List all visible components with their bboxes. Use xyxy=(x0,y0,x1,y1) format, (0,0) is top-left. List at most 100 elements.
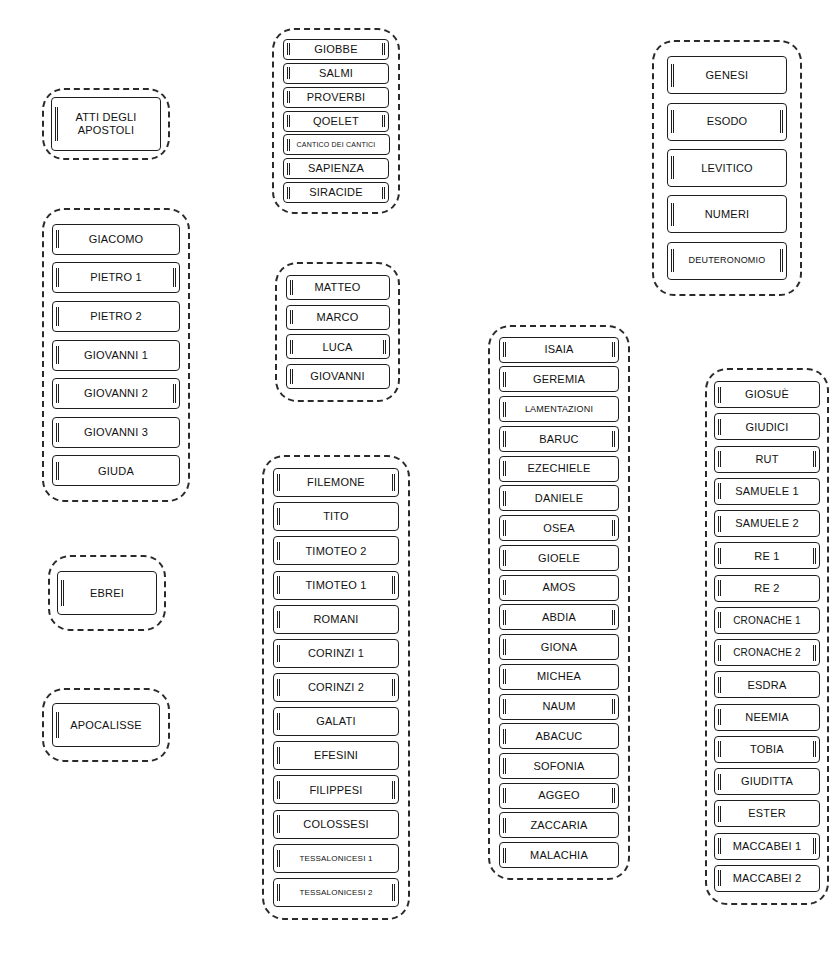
book-spine: MACCABEI 2 xyxy=(714,865,820,892)
book-title: SIRACIDE xyxy=(298,186,374,199)
spine-band xyxy=(290,310,293,325)
book-spine: GIONA xyxy=(499,634,619,660)
book-title: SAMUELE 2 xyxy=(724,517,810,530)
book-spine: CRONACHE 2 xyxy=(714,639,820,666)
spine-band xyxy=(61,580,64,607)
spine-band xyxy=(277,747,280,764)
spine-band xyxy=(56,712,59,739)
spine-band xyxy=(287,91,290,103)
book-spine: GIOVANNI 1 xyxy=(52,340,180,371)
book-title: GIOSUÈ xyxy=(734,388,800,401)
book-spine: MATTEO xyxy=(286,275,390,300)
book-group: GENESIESODOLEVITICONUMERIDEUTERONOMIO xyxy=(652,40,802,296)
book-spine: GALATI xyxy=(273,707,399,736)
book-group: GIOBBESALMIPROVERBIQOELETCANTICO DEI CAN… xyxy=(272,28,400,214)
book-spine: GENESI xyxy=(667,56,787,94)
book-title: EFESINI xyxy=(303,749,369,762)
book-spine: RUT xyxy=(714,446,820,473)
book-title: ZACCARIA xyxy=(519,819,598,832)
book-title: DEUTERONOMIO xyxy=(678,255,777,265)
book-title: ESODO xyxy=(696,115,759,128)
book-title: EZECHIELE xyxy=(517,462,602,475)
book-spine: SIRACIDE xyxy=(283,182,389,203)
book-title: MALACHIA xyxy=(519,849,599,862)
book-group: APOCALISSE xyxy=(42,688,170,762)
spine-band xyxy=(392,679,395,696)
book-title: COLOSSESI xyxy=(292,818,379,831)
book-spine: NAUM xyxy=(499,694,619,720)
spine-band xyxy=(718,387,721,403)
spine-band xyxy=(503,372,506,387)
spine-band xyxy=(56,423,59,442)
spine-band xyxy=(56,462,59,481)
book-spine: ISAIA xyxy=(499,337,619,363)
spine-band xyxy=(287,163,290,175)
spine-band xyxy=(277,781,280,798)
spine-band xyxy=(503,848,506,863)
book-title: ABDIA xyxy=(531,611,587,624)
book-title: RUT xyxy=(744,453,789,466)
spine-band xyxy=(173,268,176,287)
book-spine: GIUDITTA xyxy=(714,768,820,795)
spine-band xyxy=(503,342,506,357)
book-title: FILEMONE xyxy=(296,476,376,489)
book-spine: GIOVANNI 3 xyxy=(52,417,180,448)
book-title: AGGEO xyxy=(527,789,590,802)
book-spine: GIOELE xyxy=(499,545,619,571)
book-spine: ABDIA xyxy=(499,604,619,630)
spine-band xyxy=(671,156,674,179)
book-spine: APOCALISSE xyxy=(52,703,160,747)
book-title: GIOBBE xyxy=(303,43,368,56)
book-spine: LEVITICO xyxy=(667,149,787,187)
spine-band xyxy=(392,781,395,798)
book-title: GALATI xyxy=(305,715,367,728)
spine-band xyxy=(382,43,385,55)
spine-band xyxy=(287,43,290,55)
spine-band xyxy=(277,884,280,901)
book-spine: PIETRO 2 xyxy=(52,301,180,332)
book-spine: NEEMIA xyxy=(714,704,820,731)
book-title: MICHEA xyxy=(526,670,592,683)
book-title: PIETRO 1 xyxy=(79,271,153,284)
spine-band xyxy=(503,669,506,684)
book-spine: ROMANI xyxy=(273,605,399,634)
spine-band xyxy=(503,758,506,773)
book-spine: CORINZI 2 xyxy=(273,673,399,702)
spine-band xyxy=(56,384,59,403)
book-group: GIACOMOPIETRO 1PIETRO 2GIOVANNI 1GIOVANN… xyxy=(42,208,190,502)
book-spine: DEUTERONOMIO xyxy=(667,242,787,280)
book-title: ESDRA xyxy=(737,679,798,692)
spine-band xyxy=(56,268,59,287)
book-spine: LUCA xyxy=(286,334,390,359)
spine-band xyxy=(503,550,506,565)
book-spine: SALMI xyxy=(283,63,389,84)
spine-band xyxy=(503,461,506,476)
spine-band xyxy=(718,516,721,532)
book-title: TESSALONICESI 2 xyxy=(288,888,383,897)
book-title: RE 1 xyxy=(743,550,790,563)
spine-band xyxy=(56,307,59,326)
book-spine: TITO xyxy=(273,502,399,531)
book-group: EBREI xyxy=(48,555,166,631)
book-title: CRONACHE 2 xyxy=(722,647,812,659)
book-spine: MACCABEI 1 xyxy=(714,833,820,860)
spine-band xyxy=(718,548,721,564)
spine-band xyxy=(173,384,176,403)
book-title: LUCA xyxy=(311,341,363,354)
spine-band xyxy=(718,580,721,596)
book-spine: GIOVANNI xyxy=(286,364,390,389)
book-title: SALMI xyxy=(308,67,364,80)
book-title: NEEMIA xyxy=(734,711,799,724)
book-title: GENESI xyxy=(695,69,760,82)
book-title: QOELET xyxy=(302,115,370,128)
book-spine: TESSALONICESI 2 xyxy=(273,878,399,907)
book-title: MARCO xyxy=(306,311,370,324)
book-spine: DANIELE xyxy=(499,485,619,511)
book-spine: FILIPPESI xyxy=(273,775,399,804)
spine-band xyxy=(503,580,506,595)
spine-band xyxy=(290,369,293,384)
spine-band xyxy=(503,402,506,417)
book-spine: CANTICO DEI CANTICI xyxy=(283,134,390,155)
spine-band xyxy=(503,610,506,625)
book-spine: SAMUELE 1 xyxy=(714,478,820,505)
